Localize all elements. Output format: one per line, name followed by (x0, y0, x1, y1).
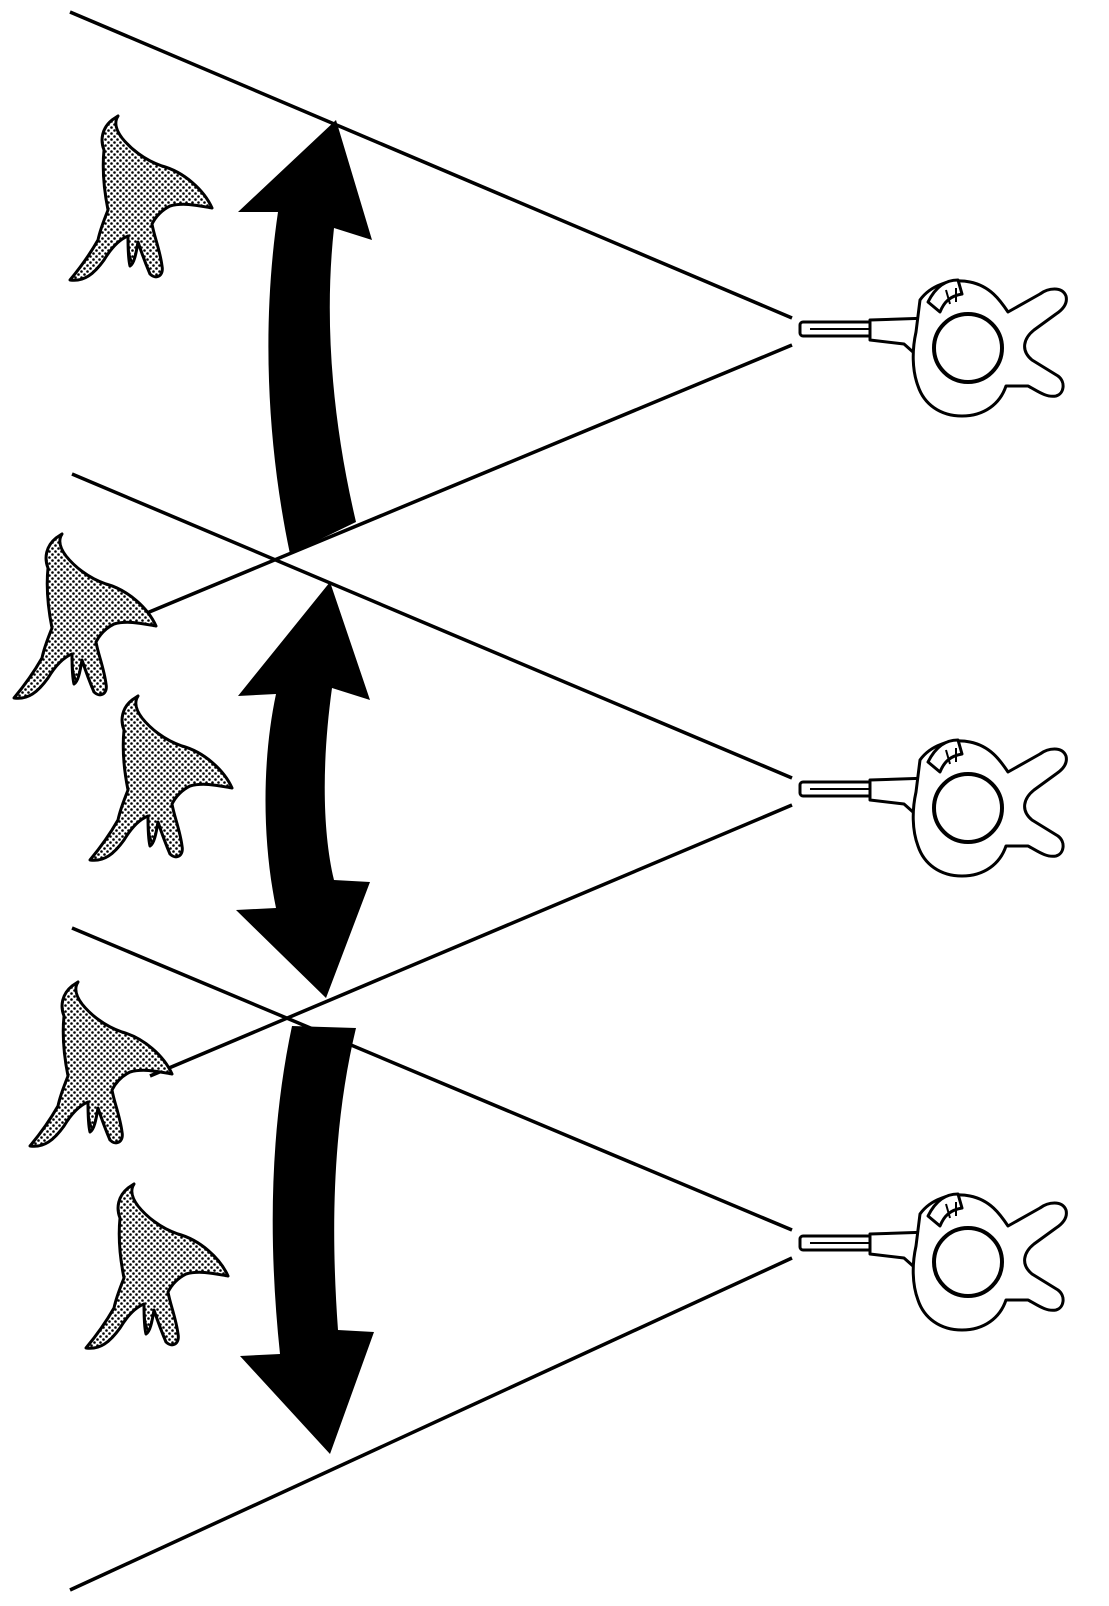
flying-duck-icon (90, 696, 232, 860)
shooter-topdown-icon (800, 1194, 1066, 1330)
shooter-topdown-icon (800, 740, 1066, 876)
zone-arrow-middle (236, 582, 370, 998)
zone-arrow-top (238, 120, 372, 554)
flying-duck-icon (30, 982, 172, 1146)
flying-duck-icon (86, 1184, 228, 1348)
flying-duck-icon (70, 116, 212, 280)
flying-duck-icon (14, 534, 156, 698)
zone-arrow-bottom (240, 1026, 374, 1454)
shooter-top-lines (70, 12, 792, 620)
shooter-topdown-icon (800, 280, 1066, 416)
